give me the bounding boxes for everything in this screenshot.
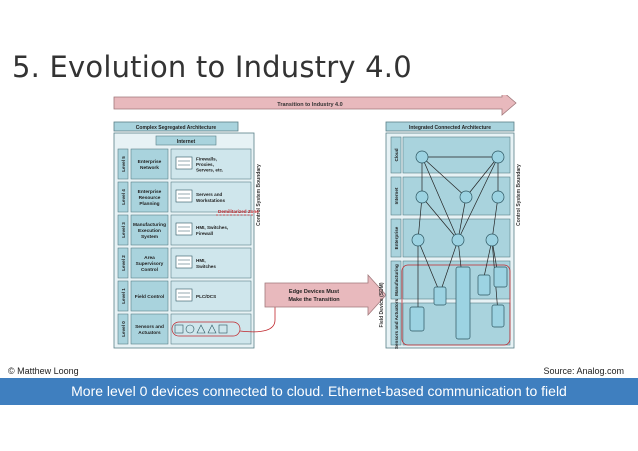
left-header: Complex Segregated Architecture — [136, 125, 217, 131]
level-number: Level 3 — [121, 222, 126, 238]
level-name: Execution — [138, 228, 161, 234]
right-row: Manufacturing — [390, 260, 511, 300]
control-boundary-right: Control System Boundary — [516, 164, 522, 226]
level-name: Supervisory — [136, 261, 164, 267]
level-name: Planning — [139, 201, 159, 207]
level-detail: Firewall — [196, 231, 213, 236]
level-row: Level 1 Field Control PLC/DCS — [117, 280, 252, 312]
industry-evolution-diagram: Transition to Industry 4.0 Complex Segre… — [113, 95, 522, 349]
level-detail: Workstations — [196, 198, 225, 203]
caption-bar: More level 0 devices connected to cloud.… — [0, 378, 638, 405]
right-row-label: Manufacturing — [394, 264, 399, 296]
internet-label: Internet — [177, 139, 196, 145]
transition-label: Transition to Industry 4.0 — [277, 102, 342, 108]
level-name: Network — [140, 165, 159, 171]
internet-node-3 — [491, 190, 505, 204]
left-architecture: Complex Segregated Architecture Internet… — [113, 121, 262, 349]
cloud-node-2 — [491, 150, 505, 164]
level-number: Level 1 — [121, 288, 126, 304]
level-detail: PLC/DCS — [196, 294, 216, 299]
right-row-label: Enterprise — [394, 226, 399, 249]
level-name: System — [141, 234, 158, 240]
level-number: Level 4 — [121, 189, 126, 205]
level-name: Enterprise — [138, 159, 162, 165]
sensor-device-2 — [491, 304, 505, 328]
right-architecture: Integrated Connected Architecture CloudI… — [379, 121, 522, 349]
enterprise-node-2 — [451, 233, 465, 247]
source-credit: Source: Analog.com — [543, 366, 624, 376]
level-number: Level 5 — [121, 156, 126, 172]
level-number: Level 0 — [121, 321, 126, 337]
mfg-device-1 — [433, 286, 447, 306]
equipment-icon — [175, 222, 193, 236]
slide-title: 5. Evolution to Industry 4.0 — [12, 50, 412, 84]
level-detail: Servers, etc. — [196, 168, 223, 173]
level-name: Field Control — [135, 294, 165, 300]
mfg-device-tall — [455, 266, 471, 340]
edge-devices-arrow: Edge Devices Must Make the Transition — [239, 273, 387, 333]
level-detail: HMI, — [196, 258, 206, 263]
sensor-device-1 — [409, 306, 425, 332]
level-name: Enterprise — [138, 189, 162, 195]
equipment-icon — [175, 255, 193, 269]
level-detail: Servers and — [196, 192, 222, 197]
internet-node-1 — [415, 190, 429, 204]
enterprise-node-3 — [485, 233, 499, 247]
level-name: Control — [141, 267, 158, 273]
field-device-label: Field Device (SDM) — [379, 282, 385, 327]
edge-box-line-1: Edge Devices Must — [289, 289, 339, 295]
level-name: Sensors and — [135, 324, 164, 330]
level-detail: Switches — [196, 264, 216, 269]
control-boundary-left: Control System Boundary — [256, 164, 262, 226]
level-detail: Proxies, — [196, 162, 214, 167]
level-name: Area — [144, 255, 155, 261]
level-name: Actuators — [138, 330, 161, 336]
right-header: Integrated Connected Architecture — [409, 125, 491, 131]
cloud-node-1 — [415, 150, 429, 164]
internet-node-2 — [459, 190, 473, 204]
equipment-icon — [175, 288, 193, 302]
level-number: Level 2 — [121, 255, 126, 271]
level-name: Resource — [139, 195, 161, 201]
mfg-device-2 — [477, 274, 491, 296]
transition-arrow: Transition to Industry 4.0 — [113, 95, 517, 116]
level-detail: HMI, Switches, — [196, 225, 228, 230]
edge-box-line-2: Make the Transition — [288, 297, 340, 303]
mfg-device-3 — [493, 266, 508, 288]
enterprise-node-1 — [411, 233, 425, 247]
right-row-label: Internet — [394, 187, 399, 204]
level-name: Manufacturing — [133, 222, 166, 228]
level-detail: Firewalls, — [196, 156, 217, 161]
equipment-icon — [174, 324, 228, 334]
author-credit: © Matthew Loong — [8, 366, 79, 376]
dmz-label: Demilitarized Zone — [218, 209, 259, 214]
right-row-label: Cloud — [394, 148, 399, 161]
equipment-icon — [175, 156, 193, 170]
equipment-icon — [175, 189, 193, 203]
right-row-label: Sensors and Actuators — [394, 298, 399, 349]
